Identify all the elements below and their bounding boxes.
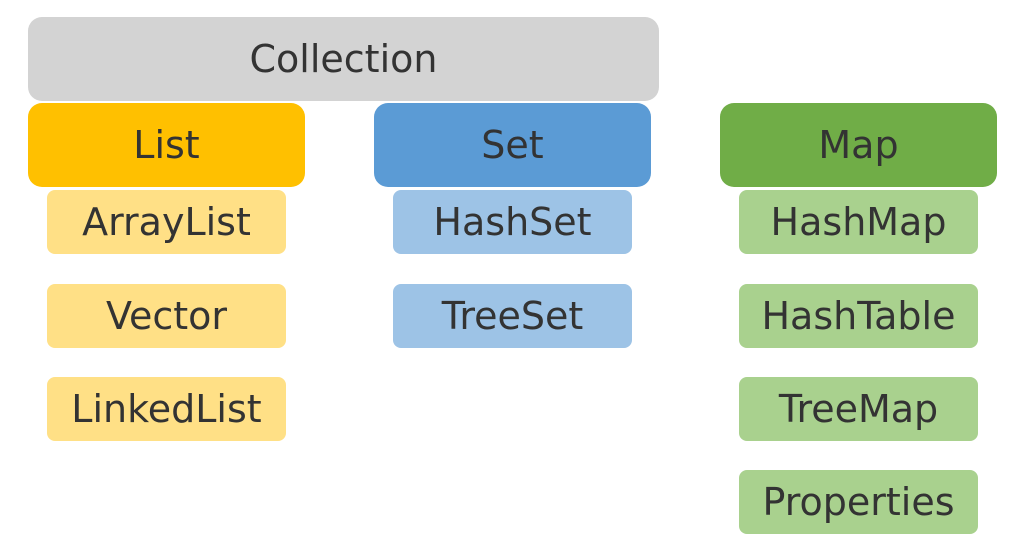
map-child-label: TreeMap — [778, 387, 939, 431]
map-header-label: Map — [818, 123, 899, 167]
list-header-box: List — [28, 103, 305, 187]
map-child-label: Properties — [762, 480, 955, 524]
set-header-label: Set — [481, 123, 544, 167]
map-child-label: HashMap — [770, 200, 947, 244]
map-header-box: Map — [720, 103, 997, 187]
set-child-treeset: TreeSet — [393, 284, 632, 348]
list-child-label: Vector — [105, 294, 228, 338]
list-child-label: ArrayList — [82, 200, 251, 244]
list-child-arraylist: ArrayList — [47, 190, 286, 254]
map-child-hashmap: HashMap — [739, 190, 978, 254]
map-child-properties: Properties — [739, 470, 978, 534]
list-child-label: LinkedList — [71, 387, 262, 431]
map-child-hashtable: HashTable — [739, 284, 978, 348]
list-child-vector: Vector — [47, 284, 286, 348]
map-child-treemap: TreeMap — [739, 377, 978, 441]
collection-box: Collection — [28, 17, 659, 101]
set-child-hashset: HashSet — [393, 190, 632, 254]
list-child-linkedlist: LinkedList — [47, 377, 286, 441]
map-child-label: HashTable — [761, 294, 956, 338]
set-header-box: Set — [374, 103, 651, 187]
set-child-label: TreeSet — [441, 294, 584, 338]
list-header-label: List — [133, 123, 200, 167]
set-child-label: HashSet — [433, 200, 592, 244]
collection-label: Collection — [249, 37, 438, 81]
